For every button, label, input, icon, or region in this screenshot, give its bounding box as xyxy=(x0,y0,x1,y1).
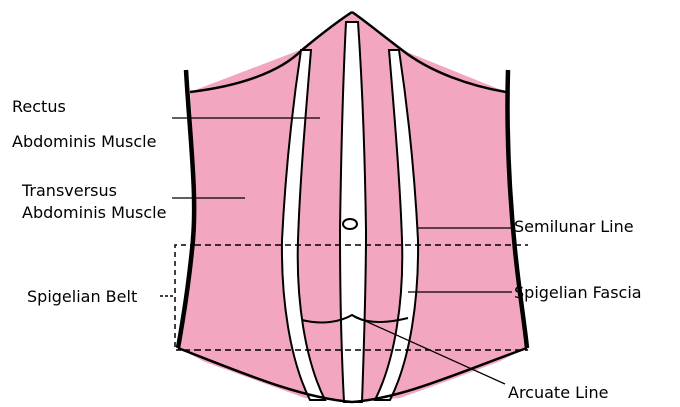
umbilicus xyxy=(343,219,357,229)
label-spigelian-belt: Spigelian Belt xyxy=(27,287,137,306)
label-rectus-line2: Abdominis Muscle xyxy=(12,132,156,151)
linea-alba xyxy=(340,22,366,402)
label-transversus-line1: Transversus xyxy=(21,181,117,200)
label-rectus-line1: Rectus xyxy=(12,97,66,116)
label-spigelian-fascia: Spigelian Fascia xyxy=(514,283,642,302)
label-transversus-line2: Abdominis Muscle xyxy=(22,203,166,222)
label-arcuate-line: Arcuate Line xyxy=(508,383,608,402)
label-semilunar-line: Semilunar Line xyxy=(514,217,634,236)
